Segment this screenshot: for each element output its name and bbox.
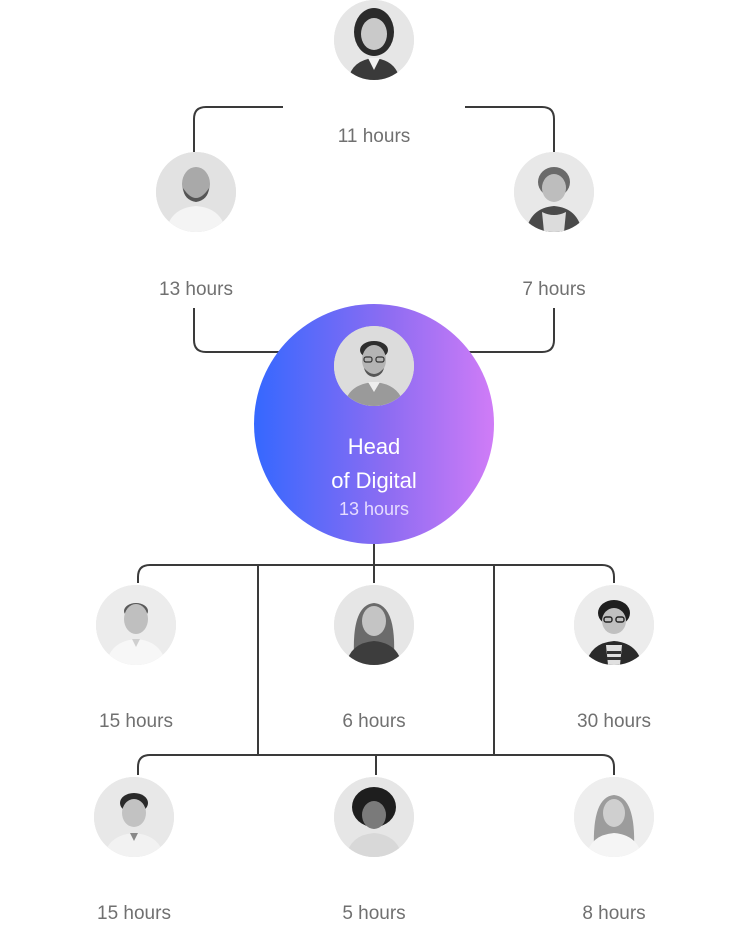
- team-5-hours: 5 hours: [342, 903, 406, 924]
- team-6-hours: 8 hours: [582, 903, 646, 924]
- avatar-left-manager: [156, 152, 236, 232]
- avatar-team-5: [334, 777, 414, 857]
- team-3-hours: 30 hours: [577, 711, 651, 732]
- head-of-digital-hours: 13 hours: [338, 499, 410, 519]
- team-2-hours: 6 hours: [342, 711, 406, 732]
- root-hours: 11 hours: [337, 126, 411, 147]
- head-of-digital-title: Head of Digital: [254, 430, 494, 498]
- avatar-team-4: [94, 777, 174, 857]
- avatar-team-3: [574, 585, 654, 665]
- avatar-team-1: [96, 585, 176, 665]
- avatar-right-manager: [514, 152, 594, 232]
- avatar-team-6: [574, 777, 654, 857]
- avatar-head-of-digital: [334, 326, 414, 406]
- title-line-2: of Digital: [331, 468, 417, 493]
- left-manager-hours: 13 hours: [159, 279, 233, 300]
- team-1-hours: 15 hours: [99, 711, 173, 732]
- avatar-root: [334, 0, 414, 80]
- title-line-1: Head: [347, 434, 401, 459]
- head-of-digital-node[interactable]: Head of Digital 13 hours: [254, 304, 494, 544]
- right-manager-hours: 7 hours: [522, 279, 586, 300]
- team-4-hours: 15 hours: [97, 903, 171, 924]
- avatar-team-2: [334, 585, 414, 665]
